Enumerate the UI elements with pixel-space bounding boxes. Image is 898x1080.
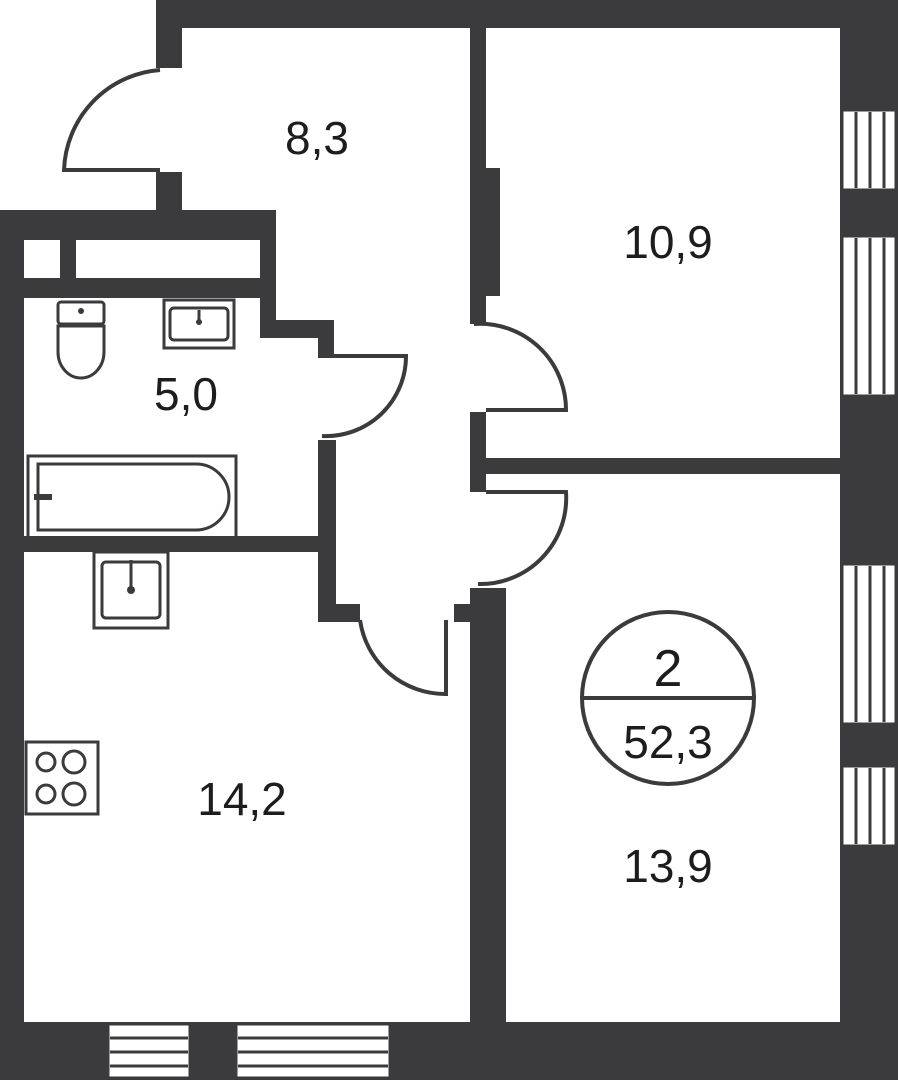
toilet-icon — [56, 300, 106, 380]
room-area-kitchen: 14,2 — [197, 773, 287, 825]
window-icon-bottom-left — [106, 1022, 192, 1080]
window-icon-right-bottom — [840, 764, 898, 848]
door-swing-icon-bedroom-bottom — [477, 490, 569, 587]
stove-icon — [24, 740, 100, 816]
door-swing-icon-kitchen — [358, 619, 448, 697]
bathtub-icon — [26, 454, 238, 540]
window-icon-right-low — [840, 562, 898, 726]
room-area-hall: 8,3 — [285, 112, 349, 164]
badge-rooms-count: 2 — [654, 640, 683, 698]
sink-icon-bathroom — [162, 298, 236, 350]
window-icon-right-mid — [840, 234, 898, 398]
window-icon-right-top — [840, 108, 898, 192]
room-area-bedroom-top: 10,9 — [623, 216, 713, 268]
sink-icon-kitchen — [92, 550, 170, 630]
room-area-bedroom-bottom: 13,9 — [623, 840, 713, 892]
window-icon-bottom-right — [234, 1022, 392, 1080]
apartment-badge: 2 52,3 — [580, 610, 756, 786]
door-swing-icon-entry — [61, 68, 161, 172]
badge-total-area: 52,3 — [623, 716, 713, 768]
room-area-bathroom: 5,0 — [154, 368, 218, 420]
door-swing-icon-bathroom — [321, 354, 409, 439]
door-swing-icon-bedroom-top — [473, 321, 569, 412]
